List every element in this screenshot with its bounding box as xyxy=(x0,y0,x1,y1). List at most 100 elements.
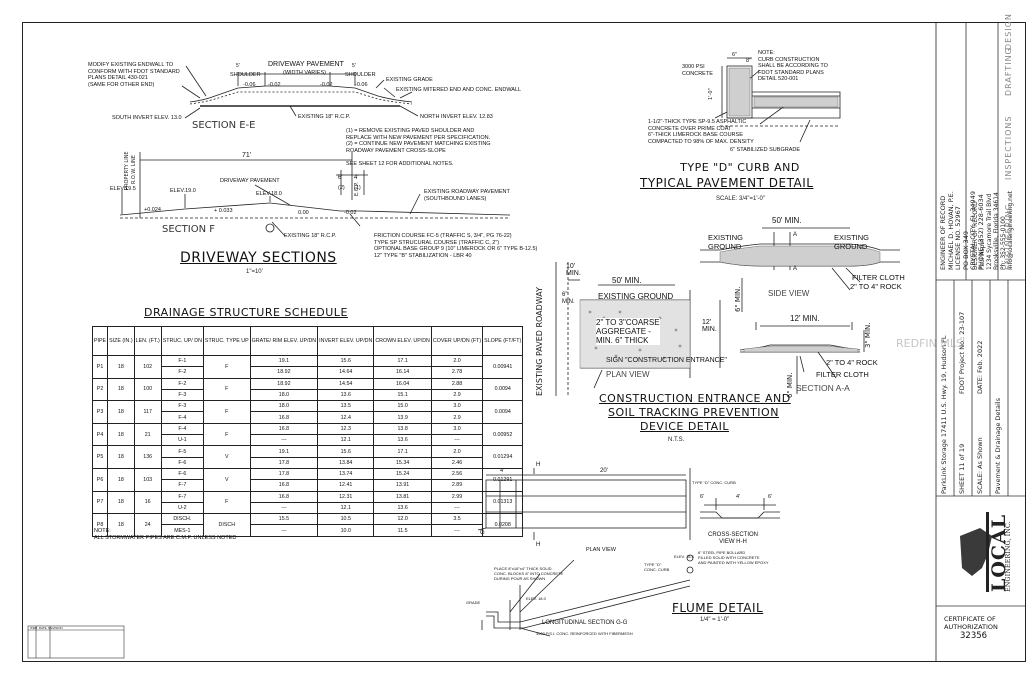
cell-crown: 13.81 xyxy=(373,490,432,503)
row-line-label: R.O.W. LINE xyxy=(131,155,137,184)
cell-crown: 15.0 xyxy=(373,400,432,413)
cell-cover: --- xyxy=(430,434,484,447)
pavement-layers: 1-1/2"-THICK TYPE SP-9.5 ASPHALTIC CONCR… xyxy=(648,119,754,145)
cell-pipe: P5 xyxy=(91,445,109,469)
col-slope: SLOPE (FT/FT) xyxy=(482,326,524,356)
col-struc: STRUC. UP/ DN xyxy=(160,326,204,356)
cell-cover: 2.9 xyxy=(430,388,484,402)
logo-graphic xyxy=(960,512,992,592)
company-logo: LOCAL ENGINEERING, INC. xyxy=(952,506,1018,598)
cell-pipe: P4 xyxy=(91,422,109,447)
cell-structure: U-1 xyxy=(160,434,204,447)
elev-190-label: ELEV.19.0 xyxy=(170,188,196,194)
sec-rock: 2" TO 4" ROCK xyxy=(826,358,878,367)
sign-label: SIGN "CONSTRUCTION ENTRANCE" xyxy=(606,357,727,364)
cell-rim: --- xyxy=(249,501,319,515)
cell-structure: F-4 xyxy=(160,411,204,424)
cell-invert: 14.54 xyxy=(317,377,375,390)
elev-180-flume: ELEV. 18.0 xyxy=(526,596,546,601)
cell-len: 24 xyxy=(133,513,162,537)
grade-label: GRADE xyxy=(466,600,481,605)
longitudinal-section-label: LONGITUDINAL SECTION G-G xyxy=(542,620,628,626)
col-cover: COVER UP/DN (FT) xyxy=(430,326,484,356)
slope-ee-1: -0.06 xyxy=(243,82,256,88)
cell-len: 103 xyxy=(133,467,162,492)
cell-structure: F-2 xyxy=(160,366,204,379)
min-50ft-plan: 50' MIN. xyxy=(612,276,642,285)
col-struc-type: STRUC. TYPE UP xyxy=(202,326,251,356)
cell-invert: 12.41 xyxy=(317,479,375,492)
cell-slope: 0.00952 xyxy=(482,422,524,447)
cell-crown: 15.24 xyxy=(373,467,432,481)
cell-slope: 0.01291 xyxy=(482,467,524,492)
sec-12ft: 12' MIN. xyxy=(790,314,820,323)
drainage-schedule-table: PIPE SIZE (IN.) LEN. (FT.) STRUC. UP/ DN… xyxy=(91,326,524,537)
cell-structure: F-3 xyxy=(160,400,204,413)
cell-size: 18 xyxy=(107,445,135,469)
sec-min-3in: 3" MIN. xyxy=(864,322,872,348)
section-aa-label: SECTION A-A xyxy=(796,383,850,393)
cell-invert: 13.5 xyxy=(317,400,375,413)
cell-slope: 0.0208 xyxy=(482,513,524,537)
sheet-date: DATE: Feb. 2022 xyxy=(976,340,984,394)
cell-type: F xyxy=(202,377,251,402)
cell-rim: 17.8 xyxy=(249,467,319,481)
xs-dim-6ft-left: 6' xyxy=(700,494,705,500)
ce-title-1: CONSTRUCTION ENTRANCE AND xyxy=(599,392,791,405)
cell-rim: 17.8 xyxy=(249,456,319,469)
cell-cover: 2.9 xyxy=(430,411,484,424)
cell-crown: 16.14 xyxy=(373,366,432,379)
driveway-pavement-label: DRIVEWAY PAVEMENT xyxy=(268,61,344,68)
cell-crown: 16.04 xyxy=(373,377,432,390)
sheet-border xyxy=(22,22,1026,662)
sheet-scale: SCALE: As Shown xyxy=(976,437,984,494)
a-marker-1: A xyxy=(793,232,798,238)
plan-view-ce: PLAN VIEW xyxy=(606,370,650,379)
cell-rim: 18.0 xyxy=(249,400,319,413)
cell-size: 18 xyxy=(107,467,135,492)
ce-title-2: SOIL TRACKING PREVENTION xyxy=(608,406,779,419)
cell-type: DISCH xyxy=(202,513,251,537)
north-invert-label: NORTH INVERT ELEV. 12.83 xyxy=(420,114,493,120)
cell-pipe: P3 xyxy=(91,400,109,424)
schedule-title: DRAINAGE STRUCTURE SCHEDULE xyxy=(144,306,348,319)
cell-structure: F-1 xyxy=(160,354,204,368)
cell-invert: 12.1 xyxy=(317,434,375,447)
cell-slope: 0.0094 xyxy=(482,377,524,402)
dim-4ft: 4' xyxy=(354,175,359,181)
certificate-number: 32356 xyxy=(960,631,988,641)
cell-invert: 15.6 xyxy=(317,354,375,368)
cell-rim: 18.0 xyxy=(249,388,319,402)
driveway-sections-title: DRIVEWAY SECTIONS xyxy=(180,250,337,266)
xs-dim-6ft-right: 6' xyxy=(768,494,773,500)
inspections-label: INSPECTIONS xyxy=(1004,115,1013,181)
watermark: REDFIN MLS xyxy=(896,337,963,350)
schedule-note-label: NOTE: xyxy=(94,528,111,534)
cell-type: F xyxy=(202,355,251,379)
curb-note: NOTE: CURB CONSTRUCTION SHALL BE ACCORDI… xyxy=(758,50,828,82)
cell-cover: 2.89 xyxy=(430,479,484,492)
certificate-label: CERTIFICATE OF AUTHORIZATION xyxy=(944,615,998,631)
min-6in-plan: 6" MIN. xyxy=(562,292,575,305)
cell-size: 18 xyxy=(107,513,135,537)
cell-rim: --- xyxy=(249,434,319,447)
cell-pipe: P1 xyxy=(91,355,109,379)
cell-type: V xyxy=(202,445,251,469)
cell-cover: 3.5 xyxy=(430,513,484,526)
cell-structure: F-7 xyxy=(160,490,204,503)
drafting-label: DRAFTING xyxy=(1004,47,1013,96)
cell-rim: 15.5 xyxy=(249,513,319,526)
cell-rim: 16.8 xyxy=(249,479,319,492)
ce-title-3: DEVICE DETAIL xyxy=(640,420,729,433)
cell-pipe: P8 xyxy=(91,513,109,537)
flume-title: FLUME DETAIL xyxy=(672,601,764,615)
flume-dim-20ft: 20' xyxy=(600,468,608,474)
curb-dim-8in: 8" xyxy=(746,58,752,64)
cell-slope: 0.0094 xyxy=(482,400,524,424)
